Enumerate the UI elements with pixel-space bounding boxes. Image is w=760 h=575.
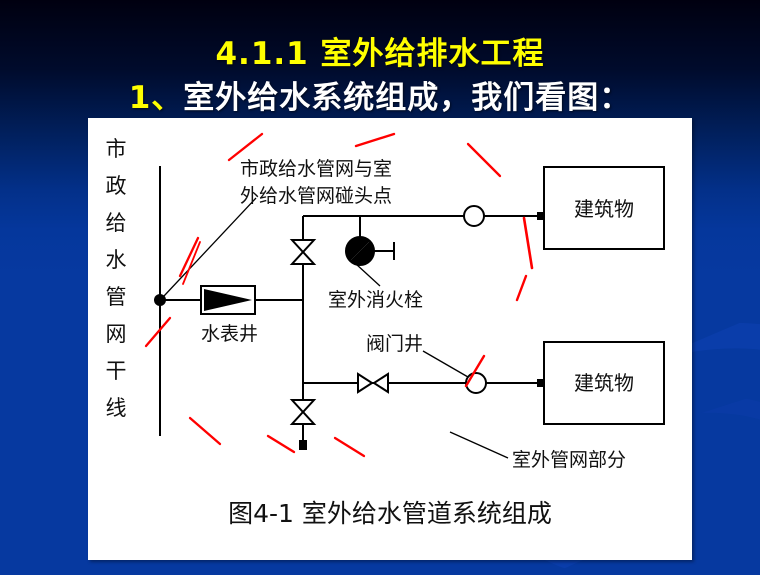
label-building-bottom: 建筑物 — [574, 371, 634, 395]
valve-well-circle-top — [463, 205, 485, 227]
figure-caption: 图4-1 室外给水管道系统组成 — [228, 499, 552, 528]
svg-text:管: 管 — [106, 285, 127, 309]
riser-end-cap — [299, 440, 307, 450]
red-annotation-marks — [144, 132, 534, 458]
label-building-top: 建筑物 — [574, 197, 634, 221]
svg-text:政: 政 — [106, 174, 127, 198]
subtitle-text: 室外给水系统组成，我们看图： — [183, 80, 632, 116]
gate-valve-upper — [289, 239, 317, 265]
page-title: 4.1.1 室外给排水工程 — [215, 36, 545, 72]
svg-text:给: 给 — [106, 211, 127, 235]
svg-text:网: 网 — [106, 322, 127, 346]
building-box-bottom — [543, 341, 665, 425]
svg-text:干: 干 — [106, 359, 127, 383]
subtitle: 1、室外给水系统组成，我们看图： — [0, 72, 760, 117]
building-box-top — [543, 166, 665, 250]
top-branch-connection-dot — [537, 212, 545, 220]
vertical-label-municipal-main: 市 政 给 水 管 网 干 线 — [106, 137, 127, 420]
label-junction-line2: 外给水管网碰头点 — [240, 185, 392, 207]
subtitle-number: 1、 — [128, 80, 184, 116]
svg-text:水: 水 — [106, 248, 127, 272]
bottom-branch-connection-dot — [537, 379, 545, 387]
figure-diagram: 市 政 给 水 管 网 干 线 市政给水管网与室 外给水管网碰头点 水表井 — [106, 132, 665, 528]
label-outdoor-network-part: 室外管网部分 — [512, 449, 626, 471]
water-meter-symbol — [200, 285, 256, 315]
fire-hydrant-symbol — [345, 216, 395, 287]
tap-point-leader — [163, 197, 257, 297]
label-junction-line1: 市政给水管网与室 — [240, 158, 392, 180]
figure-panel: 市 政 给 水 管 网 干 线 市政给水管网与室 外给水管网碰头点 水表井 — [88, 118, 692, 560]
outdoor-network-leader — [449, 431, 509, 459]
svg-text:线: 线 — [106, 396, 127, 420]
label-water-meter-well: 水表井 — [201, 323, 258, 345]
svg-text:市: 市 — [106, 137, 127, 161]
gate-valve-lower — [289, 399, 317, 425]
label-valve-well: 阀门井 — [366, 333, 423, 355]
valve-well-leader — [422, 350, 469, 378]
check-valve-symbol — [357, 372, 389, 394]
label-fire-hydrant: 室外消火栓 — [328, 289, 423, 311]
